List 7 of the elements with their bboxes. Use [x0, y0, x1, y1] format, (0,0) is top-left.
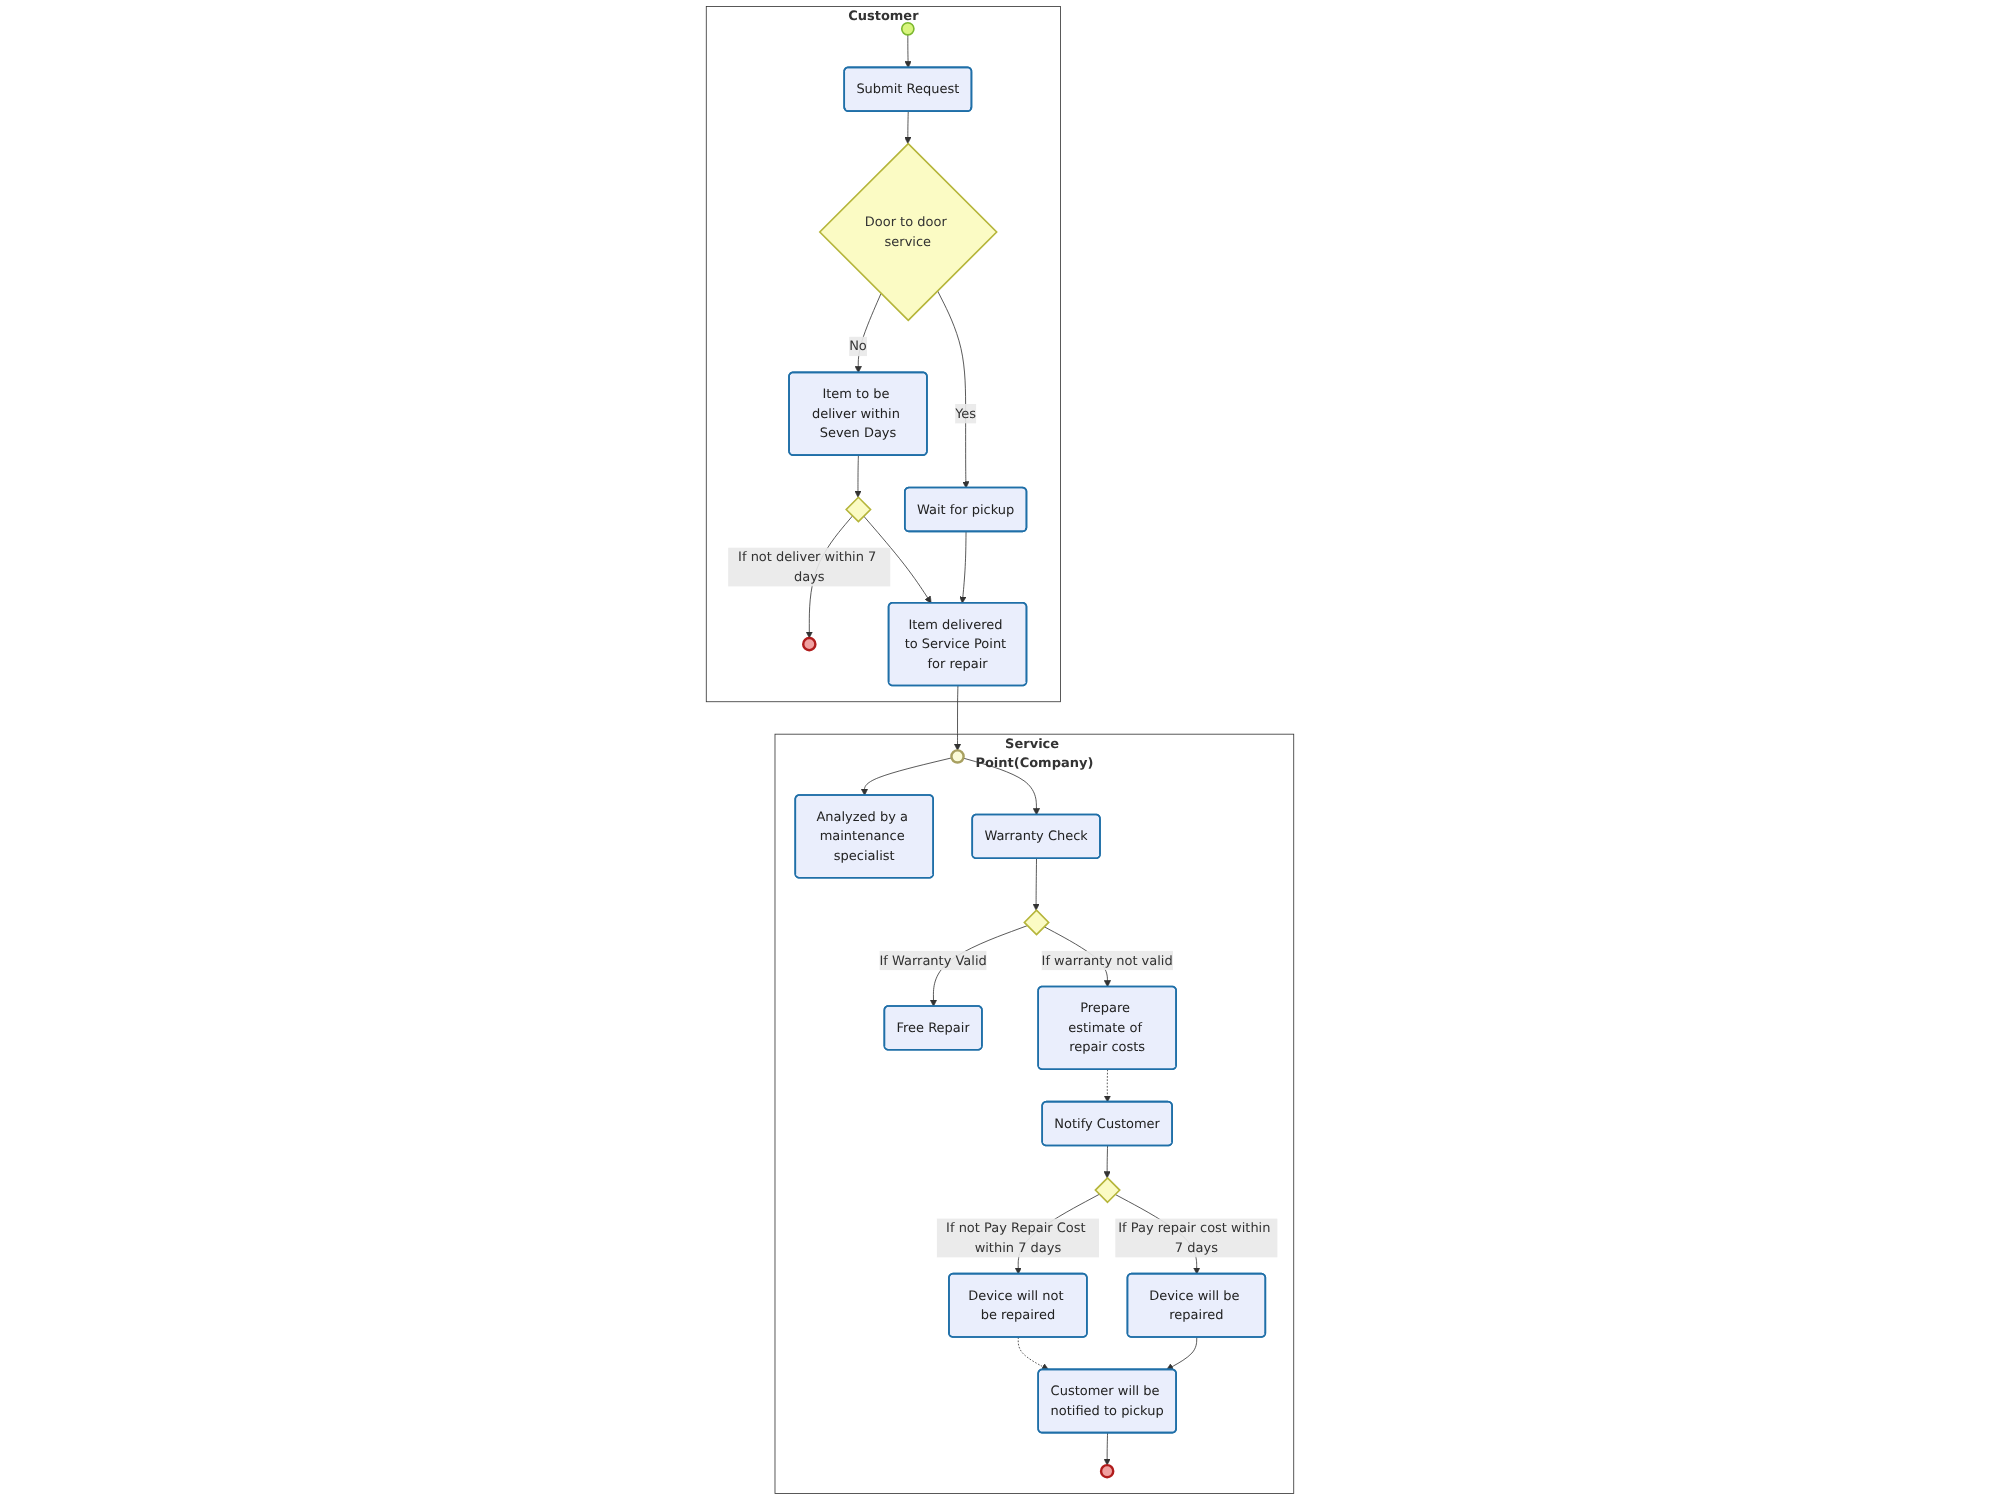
node-diamond [1023, 909, 1050, 936]
node-circle [1099, 1463, 1115, 1479]
node-circle [900, 21, 915, 36]
node-diamond [1094, 1176, 1121, 1204]
node-diamond [845, 496, 872, 523]
node-circle [802, 636, 817, 652]
node-circle [950, 749, 965, 764]
